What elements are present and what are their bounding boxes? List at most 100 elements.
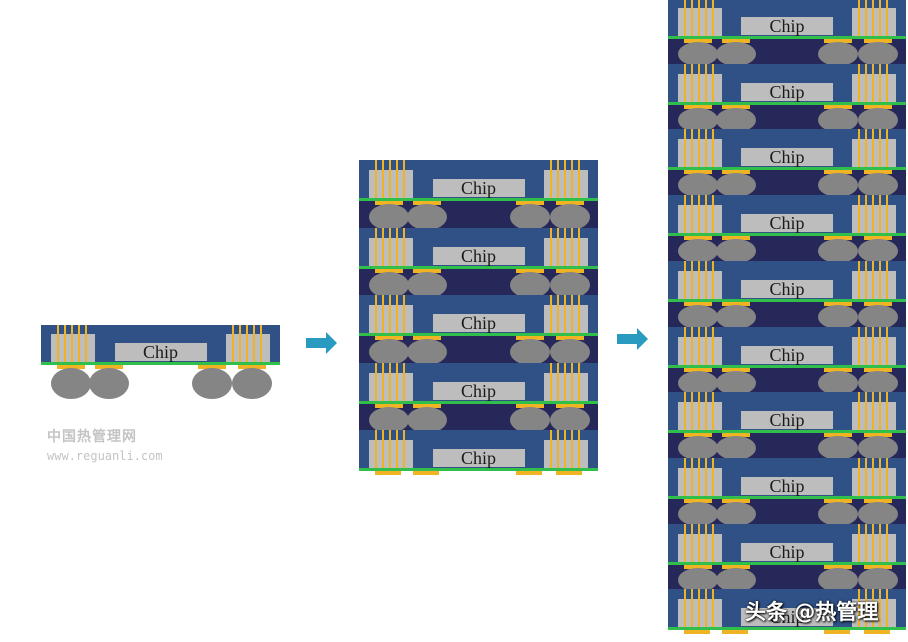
chip-die: Chip bbox=[432, 314, 525, 332]
copper-pin bbox=[571, 363, 573, 401]
copper-pin bbox=[865, 392, 867, 430]
copper-pin bbox=[705, 195, 707, 233]
copper-pin bbox=[698, 195, 700, 233]
copper-pin bbox=[712, 327, 714, 365]
chip-die: Chip bbox=[741, 543, 833, 561]
copper-pin bbox=[564, 228, 566, 266]
single-package-stack: Chip bbox=[41, 325, 280, 400]
solder-ball bbox=[858, 371, 898, 395]
redistribution-layer bbox=[41, 362, 280, 365]
copper-pin bbox=[886, 524, 888, 562]
copper-pin bbox=[698, 327, 700, 365]
solder-pad bbox=[824, 565, 852, 569]
solder-ball bbox=[716, 305, 756, 329]
copper-pin bbox=[71, 325, 73, 362]
copper-pin bbox=[684, 195, 686, 233]
copper-pin bbox=[705, 129, 707, 167]
solder-pad bbox=[684, 565, 712, 569]
bottom-pad bbox=[516, 471, 542, 475]
copper-pin bbox=[705, 458, 707, 496]
redistribution-layer bbox=[359, 333, 598, 336]
solder-pad bbox=[556, 404, 584, 408]
solder-pad bbox=[824, 433, 852, 437]
solder-pad bbox=[864, 302, 892, 306]
copper-pin bbox=[375, 295, 377, 333]
solder-ball bbox=[369, 272, 409, 298]
solder-ball bbox=[678, 42, 718, 66]
solder-pad bbox=[375, 336, 403, 340]
solder-ball bbox=[407, 339, 447, 365]
copper-pin bbox=[886, 261, 888, 299]
solder-ball bbox=[369, 407, 409, 433]
copper-pin bbox=[382, 295, 384, 333]
copper-pin bbox=[872, 458, 874, 496]
redistribution-layer bbox=[668, 36, 906, 39]
bottom-pad bbox=[375, 471, 401, 475]
solder-ball bbox=[510, 204, 550, 230]
redistribution-layer bbox=[359, 468, 598, 471]
solder-ball bbox=[716, 239, 756, 263]
solder-pad bbox=[722, 170, 750, 174]
copper-pin bbox=[886, 64, 888, 102]
redistribution-layer bbox=[668, 365, 906, 368]
solder-ball bbox=[678, 108, 718, 132]
solder-pad bbox=[864, 39, 892, 43]
solder-pad bbox=[824, 39, 852, 43]
copper-pin bbox=[872, 524, 874, 562]
solder-pad bbox=[824, 302, 852, 306]
chip-die: Chip bbox=[741, 17, 833, 35]
copper-pin bbox=[375, 160, 377, 198]
copper-pin bbox=[858, 524, 860, 562]
solder-pad bbox=[864, 565, 892, 569]
copper-pin bbox=[232, 325, 234, 362]
solder-ball bbox=[678, 502, 718, 526]
copper-pin bbox=[858, 195, 860, 233]
copper-pin bbox=[886, 589, 888, 627]
copper-pin bbox=[550, 228, 552, 266]
copper-pin bbox=[403, 160, 405, 198]
copper-pin bbox=[879, 392, 881, 430]
solder-pad bbox=[722, 499, 750, 503]
solder-ball bbox=[716, 371, 756, 395]
redistribution-layer bbox=[359, 198, 598, 201]
copper-pin bbox=[712, 589, 714, 627]
copper-pin bbox=[865, 261, 867, 299]
solder-pad bbox=[198, 365, 226, 369]
redistribution-layer bbox=[359, 266, 598, 269]
copper-pin bbox=[691, 524, 693, 562]
copper-pin bbox=[571, 430, 573, 468]
copper-pin bbox=[858, 64, 860, 102]
copper-pin bbox=[557, 295, 559, 333]
copper-pin bbox=[879, 261, 881, 299]
copper-pin bbox=[886, 392, 888, 430]
copper-pin bbox=[705, 524, 707, 562]
solder-pad bbox=[722, 39, 750, 43]
solder-ball bbox=[51, 368, 91, 399]
copper-pin bbox=[550, 363, 552, 401]
solder-ball bbox=[716, 173, 756, 197]
chip-die: Chip bbox=[741, 346, 833, 364]
copper-pin bbox=[57, 325, 59, 362]
solder-ball bbox=[369, 204, 409, 230]
solder-pad bbox=[824, 499, 852, 503]
copper-pin bbox=[705, 0, 707, 36]
bottom-pad bbox=[824, 630, 850, 634]
solder-ball bbox=[407, 407, 447, 433]
copper-pin bbox=[389, 295, 391, 333]
solder-ball bbox=[369, 339, 409, 365]
copper-pin bbox=[858, 327, 860, 365]
solder-pad bbox=[864, 499, 892, 503]
solder-ball bbox=[858, 42, 898, 66]
copper-pin bbox=[698, 0, 700, 36]
copper-pin bbox=[389, 363, 391, 401]
redistribution-layer bbox=[668, 430, 906, 433]
copper-pin bbox=[578, 363, 580, 401]
copper-pin bbox=[865, 129, 867, 167]
solder-pad bbox=[864, 105, 892, 109]
copper-pin bbox=[879, 524, 881, 562]
copper-pin bbox=[698, 392, 700, 430]
copper-pin bbox=[396, 363, 398, 401]
copper-pin bbox=[879, 129, 881, 167]
copper-pin bbox=[691, 0, 693, 36]
